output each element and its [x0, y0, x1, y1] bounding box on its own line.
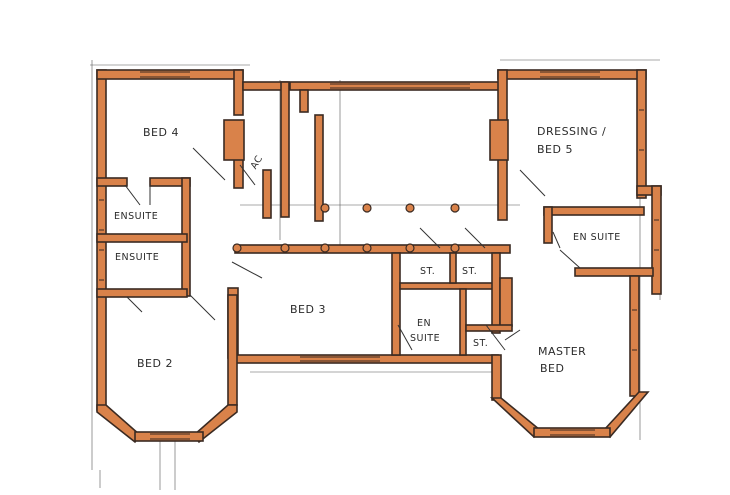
windows: [99, 71, 659, 440]
room-label-ensuite-upper: ENSUITE: [114, 211, 159, 222]
walls: [96, 69, 662, 444]
room-label-bed4: BED 4: [143, 126, 179, 139]
room-label-ensuite-right: EN SUITE: [573, 232, 621, 243]
room-label-bed5: BED 5: [537, 143, 573, 156]
room-label-store-2: ST.: [462, 266, 478, 277]
room-label-bed3: BED 3: [290, 303, 326, 316]
door-swings: [124, 147, 581, 351]
room-label-en: EN: [417, 318, 432, 329]
columns: [232, 203, 460, 253]
room-label-suite: SUITE: [410, 333, 441, 344]
room-label-dressing: DRESSING /: [537, 125, 607, 138]
room-label-master-bed: BED: [540, 362, 565, 375]
room-label-master: MASTER: [538, 345, 587, 358]
room-label-bed2: BED 2: [137, 357, 173, 370]
room-label-ensuite-lower: ENSUITE: [115, 252, 160, 263]
room-label-store-3: ST.: [473, 338, 489, 349]
room-label-store-1: ST.: [420, 266, 436, 277]
